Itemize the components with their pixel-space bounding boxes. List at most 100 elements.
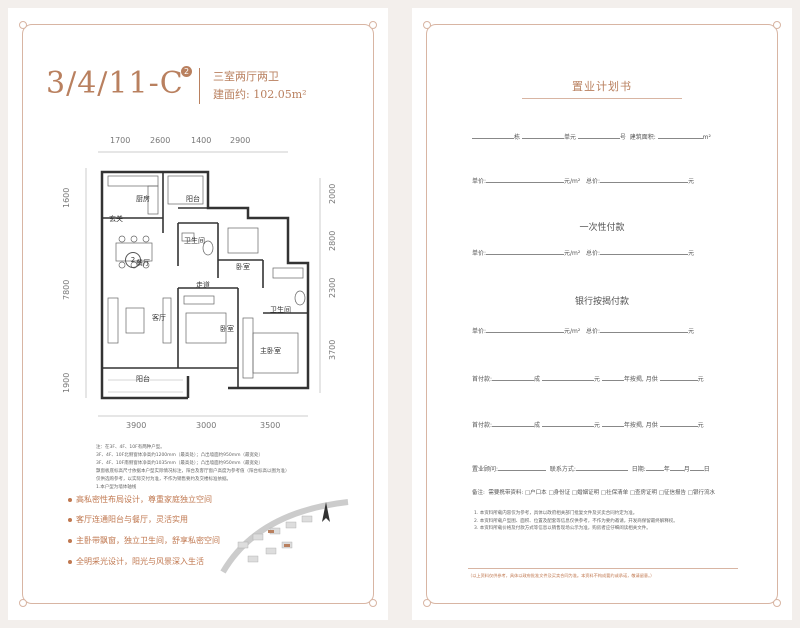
dim-bottom: 3900: [126, 421, 147, 430]
room-label: 阳台: [186, 195, 200, 203]
checkbox[interactable]: □: [600, 490, 607, 496]
down-ratio-field[interactable]: [492, 374, 535, 381]
dim-top: 1700: [110, 136, 131, 145]
note-line: 3F、4F、10F南侧窗体净高约1035mm（最高处）；凸出墙面约950mm（最…: [96, 461, 264, 466]
title-divider: [522, 98, 682, 99]
feature-item: 高私密性布局设计，尊重家庭独立空间: [68, 494, 212, 505]
years-field[interactable]: [601, 374, 624, 381]
price-row: 单价:元/m² 总价:元: [472, 326, 695, 335]
dim-right: 3700: [328, 339, 337, 360]
building-field[interactable]: [472, 132, 514, 139]
dim-top: 2900: [230, 136, 251, 145]
total-price-field[interactable]: [600, 176, 689, 183]
unit-badge: 2: [181, 66, 192, 77]
down-payment-row: 首付款:成 元 年按揭, 月供 元: [472, 374, 704, 383]
dim-left: 7800: [62, 279, 71, 300]
checkbox[interactable]: □: [548, 490, 554, 496]
unit-area: 建面约: 102.05m²: [213, 88, 307, 101]
price-row: 单价:元/m² 总价:元: [472, 248, 695, 257]
legal-line: 3. 本资料所载价格及付款方式等信息以销售现场公示为准，购房者应仔细阅读相关文件…: [474, 526, 651, 531]
plan-notes: 注：在3F、4F、10F有两种户型。 3F、4F、10F北侧窗体净高约1200m…: [96, 444, 326, 492]
checkbox[interactable]: □: [571, 490, 578, 496]
dim-left: 1900: [62, 372, 71, 393]
monthly-field[interactable]: [659, 374, 698, 381]
legal-text: 1. 本资料所载内容仅为参考，具体以政府相关部门批复文件及买卖合同约定为准。 2…: [474, 510, 744, 533]
room-label: 卧室: [220, 325, 234, 333]
feature-item: 客厅连通阳台与餐厅，灵活实用: [68, 514, 188, 525]
corner-ornament: [369, 21, 377, 29]
note-line: 注：在3F、4F、10F有两种户型。: [96, 445, 165, 450]
checkbox[interactable]: □: [629, 490, 636, 496]
remarks-row: 备注: 需要携带资料: □户口本 □身份证 □婚姻证明 □社保清单 □查房证明 …: [472, 490, 715, 496]
unit-price-field[interactable]: [486, 248, 565, 255]
corner-ornament: [369, 599, 377, 607]
dim-right: 2800: [328, 230, 337, 251]
checkbox[interactable]: □: [524, 490, 531, 496]
dining-badge: 2: [125, 252, 141, 268]
room-label: 卧室: [236, 263, 250, 271]
section-mortgage: 银行按揭付款: [574, 297, 629, 307]
dim-left: 1600: [62, 187, 71, 208]
note-line: 仅供选购参考，以实际交付为准，不作为销售要约及交楼标准依据。: [96, 477, 231, 482]
feature-item: 全明采光设计，阳光与风景深入生活: [68, 556, 204, 567]
note-line: 飘窗板底标高尺寸依据本户型实际情况标注，阳台及客厅窗户高度为参考值（阳台标高以图…: [96, 469, 290, 474]
down-amount-field[interactable]: [541, 374, 594, 381]
unit-code: 3/4/11-C: [46, 66, 184, 101]
dim-top: 1400: [191, 136, 212, 145]
room-field[interactable]: [577, 132, 620, 139]
down-amount-field[interactable]: [541, 420, 594, 427]
dim-bottom: 3000: [196, 421, 217, 430]
corner-ornament: [773, 21, 781, 29]
unit-price-field[interactable]: [486, 176, 565, 183]
corner-ornament: [19, 21, 27, 29]
footer-disclaimer: （以上资料仅供参考，具体以政府批准文件及买卖合同为准。本资料不构成要约或承诺，敬…: [468, 568, 738, 579]
floorplan-page: 3/4/11-C 2 三室两厅两卫 建面约: 102.05m² 1700 260…: [8, 8, 388, 620]
down-ratio-field[interactable]: [492, 420, 535, 427]
unit-info-row: 栋 单元 号 建筑面积: m²: [472, 132, 711, 141]
down-payment-row: 首付款:成 元 年按揭, 月供 元: [472, 420, 704, 429]
feature-item: 主卧带飘窗，独立卫生间，舒享私密空间: [68, 535, 220, 546]
room-label: 客厅: [152, 314, 166, 322]
corner-ornament: [19, 599, 27, 607]
header-divider: [199, 68, 200, 104]
corner-ornament: [773, 599, 781, 607]
floor-plan: [85, 151, 321, 417]
years-field[interactable]: [601, 420, 624, 427]
checkbox[interactable]: □: [658, 490, 665, 496]
unit-field[interactable]: [521, 132, 564, 139]
dim-right: 2000: [328, 183, 337, 204]
room-label: 餐厅: [136, 259, 150, 267]
year-field[interactable]: [645, 464, 664, 471]
consultant-field[interactable]: [498, 464, 547, 471]
plan-title: 置业计划书: [572, 80, 632, 93]
checkbox[interactable]: □: [687, 490, 693, 496]
site-keyplan: [220, 499, 349, 574]
day-field[interactable]: [689, 464, 704, 471]
note-line: 1.本户型为墙体轴线: [96, 485, 137, 490]
corner-ornament: [423, 21, 431, 29]
purchase-plan-page: 置业计划书 栋 单元 号 建筑面积: m² 单价:元/m² 总价:元 一次性付款…: [412, 8, 792, 620]
dim-bottom: 3500: [260, 421, 281, 430]
monthly-field[interactable]: [659, 420, 698, 427]
consultant-row: 置业顾问: 联系方式: 日期:年月日: [472, 464, 710, 473]
section-lump-sum: 一次性付款: [579, 223, 625, 233]
note-line: 3F、4F、10F北侧窗体净高约1200mm（最高处）；凸出墙面约950mm（最…: [96, 453, 264, 458]
total-price-field[interactable]: [600, 326, 689, 333]
page-frame: [426, 24, 778, 604]
room-label: 卫生间: [270, 306, 291, 314]
room-label: 阳台: [136, 375, 150, 383]
layout-type: 三室两厅两卫: [213, 70, 279, 83]
room-label: 玄关: [109, 215, 123, 223]
total-price-field[interactable]: [600, 248, 689, 255]
room-label: 主卧室: [260, 347, 281, 355]
room-label: 卫生间: [184, 237, 205, 245]
page-frame: [22, 24, 374, 604]
room-label: 走道: [196, 281, 210, 289]
price-row: 单价:元/m² 总价:元: [472, 176, 695, 185]
month-field[interactable]: [669, 464, 684, 471]
unit-price-field[interactable]: [486, 326, 565, 333]
legal-line: 1. 本资料所载内容仅为参考，具体以政府相关部门批复文件及买卖合同约定为准。: [474, 511, 638, 516]
room-label: 厨房: [136, 195, 150, 203]
area-field[interactable]: [657, 132, 703, 139]
contact-field[interactable]: [575, 464, 628, 471]
